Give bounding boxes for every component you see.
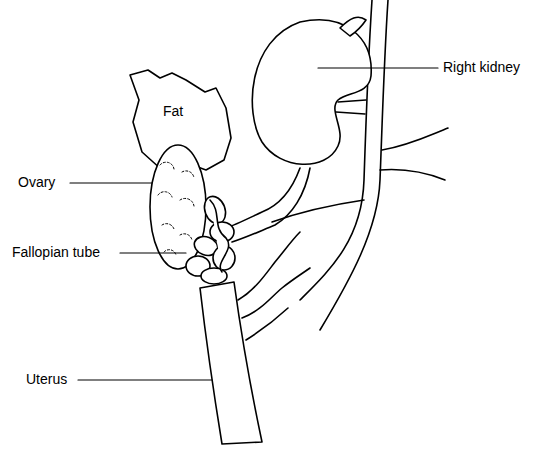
ovarian-vessel — [226, 168, 300, 228]
renal-vessel — [382, 128, 448, 150]
ovarian-vessel — [272, 200, 364, 222]
organ-label: Fat — [163, 103, 183, 120]
uterine-vessel — [246, 308, 288, 340]
renal-vein — [338, 100, 366, 102]
follicles — [158, 162, 194, 255]
uterus-horn — [200, 282, 262, 444]
kidney-outline — [252, 20, 371, 164]
organ-label: Fallopian tube — [12, 244, 100, 261]
organ-label: Ovary — [18, 174, 55, 191]
uterine-vessel — [238, 232, 300, 300]
fallopian-tube — [186, 193, 235, 284]
renal-vein — [336, 112, 365, 114]
organ-label: Uterus — [26, 371, 67, 388]
organ-label: Right kidney — [443, 59, 520, 76]
renal-vessel — [380, 169, 445, 180]
ovarian-vessel — [232, 168, 310, 242]
uterine-vessel — [242, 268, 310, 318]
leader-lines — [70, 68, 438, 380]
adrenal-gland — [340, 17, 366, 36]
